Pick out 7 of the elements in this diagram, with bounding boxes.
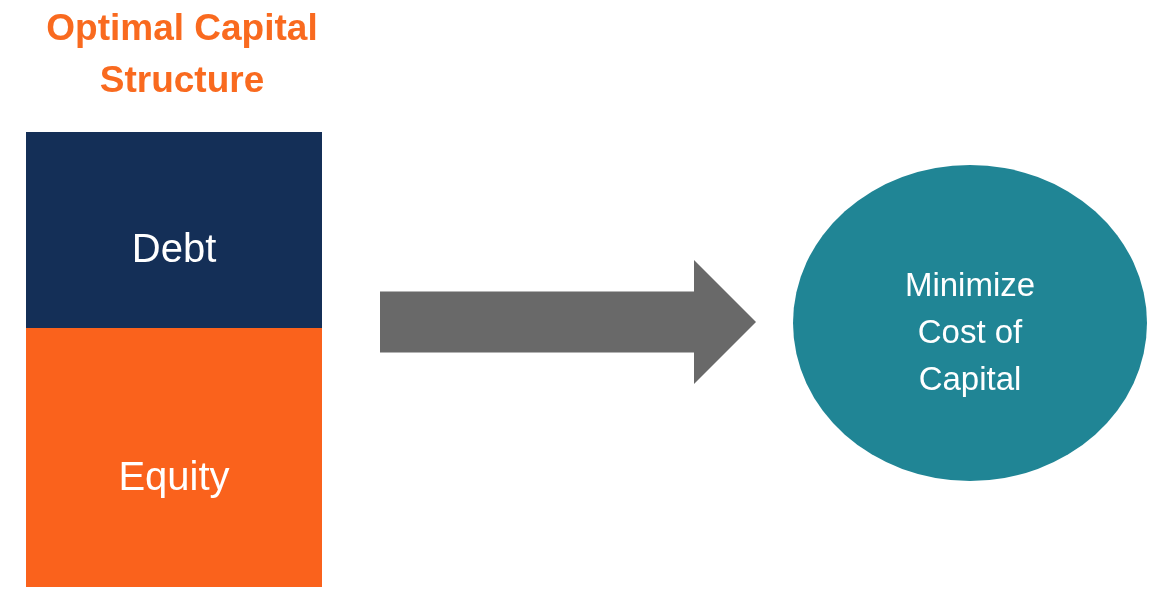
block-label: Equity [118, 452, 230, 500]
block-arrow [380, 260, 756, 384]
heading: Optimal Capital Structure [45, 6, 319, 102]
ellipse-label: Minimize Cost of Capital [903, 264, 1037, 399]
debt-block [26, 132, 322, 328]
block-label: Debt [131, 225, 217, 272]
equity-block [26, 328, 322, 587]
